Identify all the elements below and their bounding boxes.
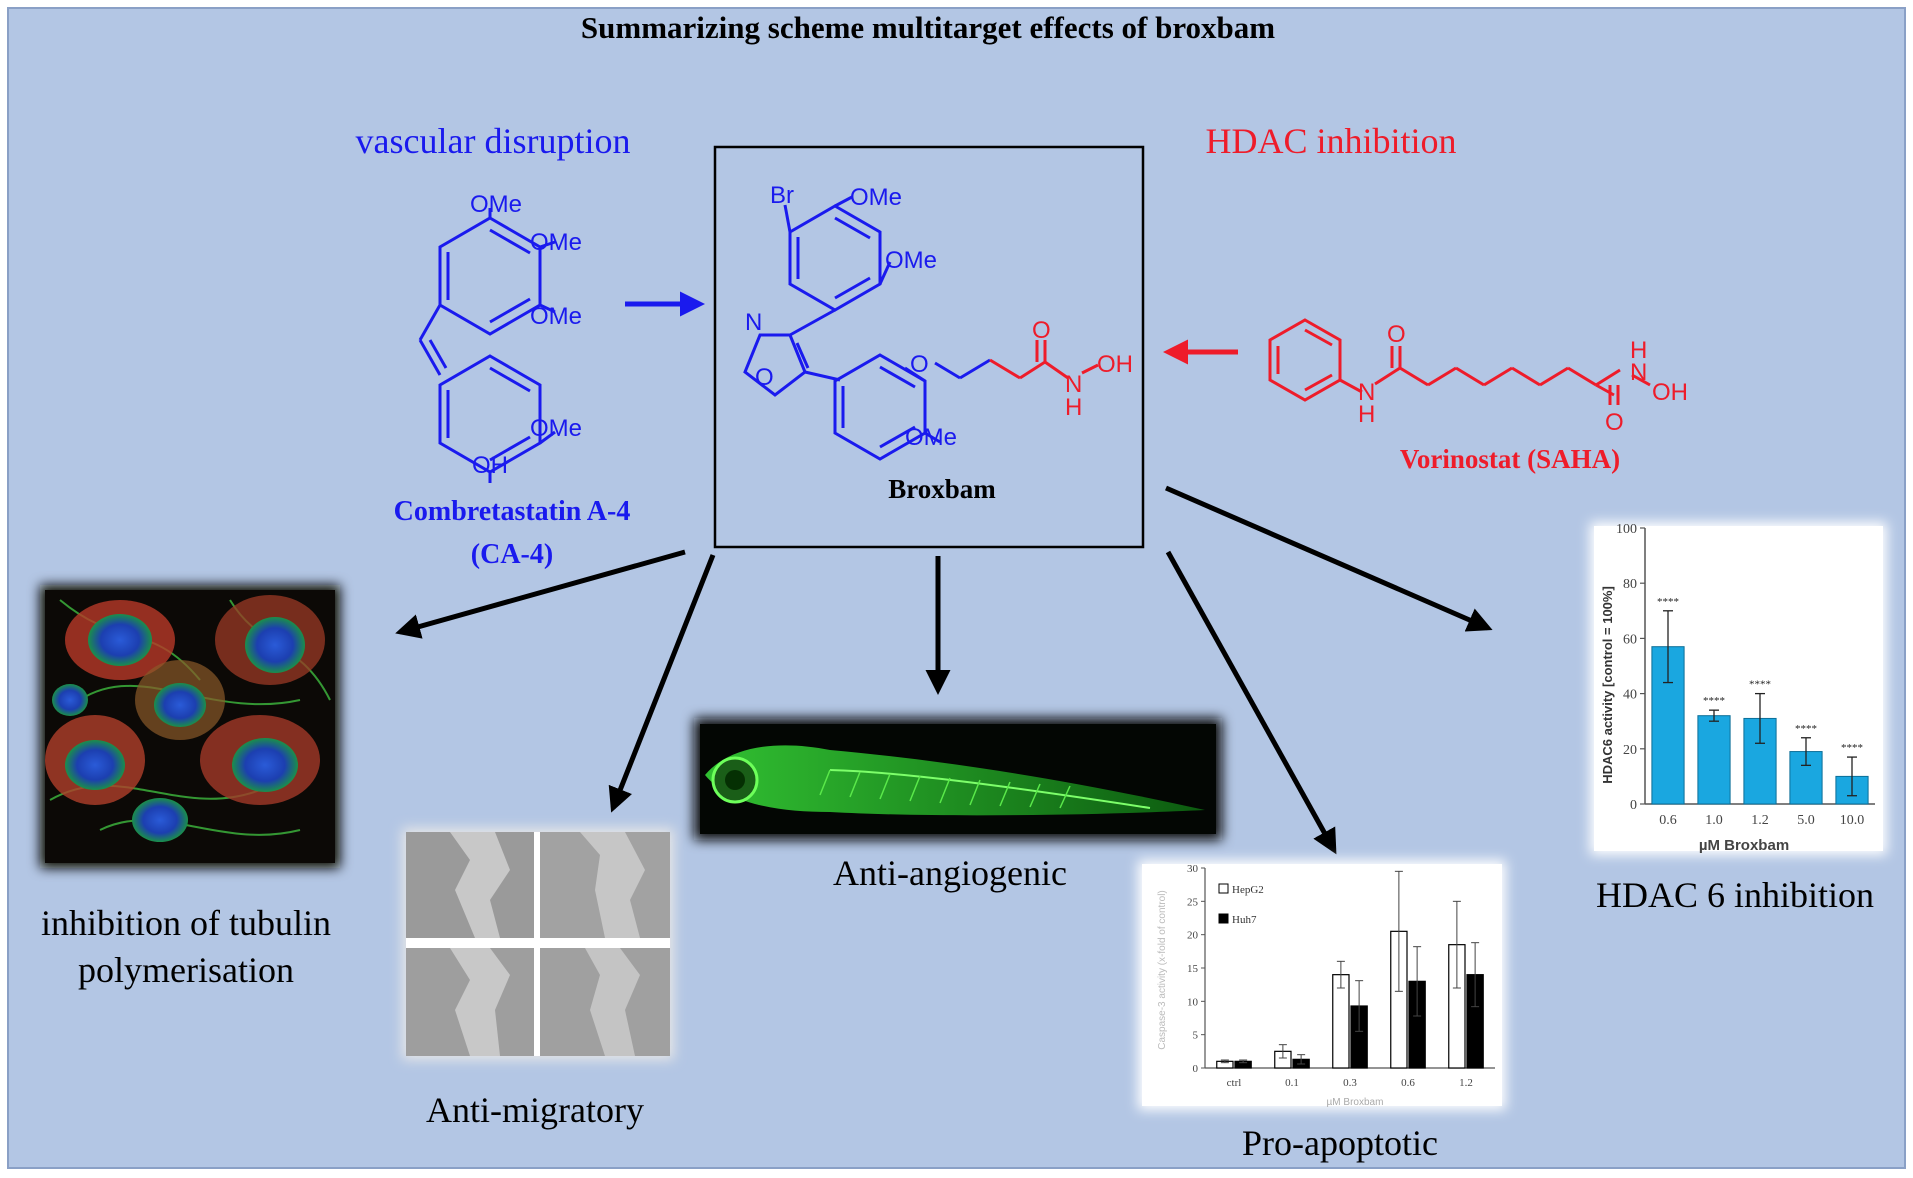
zebrafish-image [694,718,1222,840]
caspase-y-tick-label: 0 [1193,1063,1199,1075]
hdac6-xlabel: µM Broxbam [1699,837,1789,854]
arrow-to-tubulin [395,549,686,639]
hdac6-y-tick-label: 40 [1623,688,1637,703]
arrow-to-apoptotic [1165,550,1337,855]
caspase-x-tick-label: 1.2 [1459,1077,1473,1089]
caspase-ylabel: Caspase-3 activity (x-fold of control) [1157,890,1168,1050]
background-border [7,7,1906,1169]
broxbam-atom-labels: Br OMe OMe N O O OMe O N H OH [745,182,1133,451]
hdac6-y-tick-label: 100 [1616,522,1637,537]
caspase-xlabel: µM Broxbam [1327,1097,1384,1108]
hdac6-ylabel: HDAC6 activity [control = 100%] [1600,586,1615,784]
caspase-bar-hepg2 [1332,974,1350,1069]
broxbam-label-n-hydroxamate: N [1065,371,1082,398]
broxbam-label-o-carbonyl: O [1032,317,1051,344]
broxbam-name: Broxbam [888,474,996,504]
hdac6-chart-background [1594,526,1883,851]
caspase-y-tick-label: 30 [1187,863,1199,875]
broxbam-hydroxamate [989,340,1099,380]
caspase-y-tick-label: 10 [1187,996,1199,1008]
migratory-label: Anti-migratory [426,1090,644,1130]
hdac6-y-tick-label: 80 [1623,577,1637,592]
arrow-to-migratory [608,554,716,813]
hdac6-chart: 0 20 40 60 80 100 **** 0.6 **** 1.0 **** 1.2 **** 5.0… [1590,522,1887,855]
caspase-x-tick-label: ctrl [1227,1077,1242,1089]
hdac6-significance-label: **** [1749,679,1771,691]
hdac6-y-tick-label: 20 [1623,743,1637,758]
arrow-to-hdac6 [1165,485,1493,632]
hdac6-x-tick-label: 5.0 [1797,813,1815,828]
hdac6-x-tick-label: 0.6 [1659,813,1677,828]
heading-hdac-inhibition: HDAC inhibition [1205,121,1456,161]
hdac6-y-tick-label: 0 [1630,798,1637,813]
heading-vascular-disruption: vascular disruption [356,121,631,161]
vorinostat-label-o-top: O [1387,321,1406,348]
broxbam-label-n: N [745,309,762,336]
hdac6-x-tick-label: 10.0 [1840,813,1865,828]
ca4-label-ome-2: OMe [530,229,582,256]
vorinostat-atom-labels: O N H H N OH O [1358,321,1688,436]
broxbam-label-ome-bottom: OMe [905,424,957,451]
caspase-legend-label-huh7: Huh7 [1232,914,1257,926]
caspase-legend-swatch-hepg2 [1218,883,1229,894]
ca4-label-ome-3: OMe [530,303,582,330]
hdac6-significance-label: **** [1795,723,1817,735]
broxbam-label-o-ring: O [755,364,774,391]
scheme-title: Summarizing scheme multitarget effects o… [581,10,1275,45]
caspase-x-tick-label: 0.6 [1401,1077,1415,1089]
broxbam-label-br: Br [770,182,794,209]
broxbam-structure [743,195,991,461]
hdac6-x-tick-label: 1.0 [1705,813,1723,828]
apoptotic-label: Pro-apoptotic [1242,1123,1438,1163]
ca4-name-line1: Combretastatin A-4 [394,496,631,527]
hdac6-y-tick-label: 60 [1623,632,1637,647]
caspase-y-tick-label: 5 [1193,1030,1199,1042]
broxbam-label-oh: OH [1097,351,1133,378]
scratch-assay-image [402,828,674,1060]
caspase-y-tick-label: 20 [1187,930,1199,942]
ca4-atom-labels: OMe OMe OMe OMe OH [470,191,582,479]
ca4-label-ome-4: OMe [530,415,582,442]
hdac6-significance-label: **** [1703,695,1725,707]
vorinostat-carbonyl-link [1595,383,1615,397]
broxbam-label-o-ether: O [910,351,929,378]
caspase-chart-background [1142,864,1502,1106]
vorinostat-label-o-bottom: O [1605,409,1624,436]
ca4-structure [418,208,556,483]
caspase-y-tick-label: 25 [1187,896,1199,908]
angiogenic-label: Anti-angiogenic [833,853,1067,893]
vorinostat-label-oh: OH [1652,379,1688,406]
caspase-legend-label-hepg2: HepG2 [1232,884,1264,896]
vorinostat-structure [1268,318,1651,405]
caspase-legend-swatch-huh7 [1218,913,1229,924]
hdac6-significance-label: **** [1841,742,1863,754]
broxbam-label-h-hydroxamate: H [1065,394,1082,421]
hdac6-x-tick-label: 1.2 [1751,813,1769,828]
caspase-y-tick-label: 15 [1187,963,1199,975]
vorinostat-label-h-amide: H [1358,401,1375,428]
caspase-x-tick-label: 0.1 [1285,1077,1299,1089]
tubulin-microscopy-image [40,585,340,868]
caspase-x-tick-label: 0.3 [1343,1077,1357,1089]
vorinostat-label-n-hydroxamate: N [1630,359,1647,386]
vorinostat-label-n-amide: N [1358,379,1375,406]
tubulin-label-line2: polymerisation [78,950,294,990]
vorinostat-label-h-hydroxamate: H [1630,337,1647,364]
vorinostat-name: Vorinostat (SAHA) [1400,444,1620,474]
hdac6-bar [1697,715,1731,805]
ca4-name-line2: (CA-4) [471,539,553,570]
hdac6-effect-label: HDAC 6 inhibition [1596,875,1874,915]
broxbam-label-ome-mid: OMe [885,247,937,274]
ca4-label-ome-1: OMe [470,191,522,218]
tubulin-label-line1: inhibition of tubulin [41,903,331,943]
broxbam-box [713,145,1145,549]
ca4-label-oh: OH [472,452,508,479]
hdac6-significance-label: **** [1657,596,1679,608]
broxbam-label-ome-top: OMe [850,184,902,211]
